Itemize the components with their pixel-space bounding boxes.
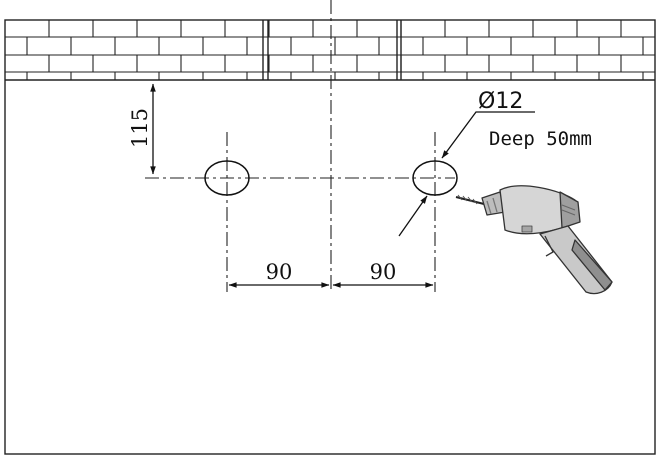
drill-icon [455, 185, 613, 295]
hole-diameter-label: Ø12 [478, 89, 523, 114]
brick-wall [5, 19, 655, 81]
right-spacing-label: 90 [370, 260, 397, 284]
left-spacing-label: 90 [266, 260, 293, 284]
diameter-lower-arrow [398, 195, 428, 237]
diameter-leader-line [441, 111, 535, 159]
hole-depth-label: Deep 50mm [489, 128, 592, 150]
right-drill-hole [412, 160, 458, 196]
left-drill-hole [204, 160, 250, 196]
vertical-offset-label: 115 [128, 108, 152, 148]
